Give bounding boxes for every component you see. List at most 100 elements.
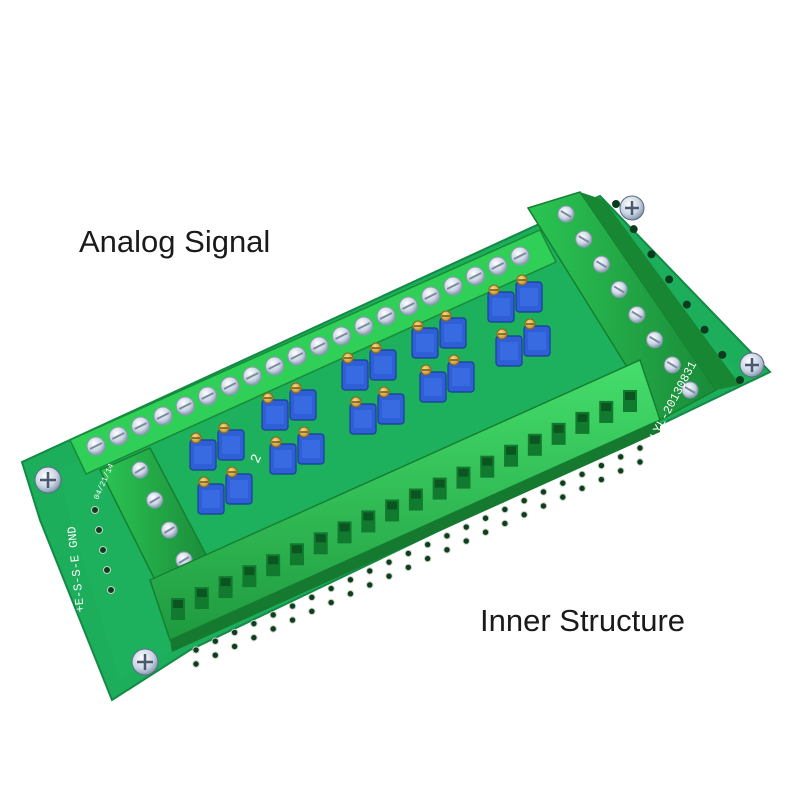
terminal-slot: [480, 455, 495, 478]
terminal-slot: [385, 499, 400, 522]
trimmer-potentiometer: [419, 364, 447, 403]
terminal-screw-icon: [265, 356, 285, 376]
trimmer-potentiometer: [523, 318, 551, 357]
terminal-screw-icon: [287, 346, 307, 366]
trimmer-screw-icon: [270, 436, 282, 448]
terminal-screw-icon: [108, 426, 128, 446]
trimmer-screw-icon: [370, 342, 382, 354]
terminal-slot: [623, 390, 637, 412]
terminal-slot: [504, 444, 519, 467]
terminal-slots-front: [171, 390, 637, 620]
trimmer-potentiometer: [197, 476, 225, 515]
trimmer-screw-icon: [342, 352, 354, 364]
trimmer-potentiometer: [447, 354, 475, 393]
terminal-slot: [194, 587, 209, 610]
trimmer-potentiometer: [225, 466, 253, 505]
terminal-screw-icon: [510, 246, 530, 266]
trimmer-screw-icon: [350, 396, 362, 408]
terminal-slot: [432, 477, 447, 500]
trimmer-potentiometer: [349, 396, 377, 435]
terminal-screw-icon: [86, 436, 106, 456]
trimmer-potentiometer: [377, 386, 405, 425]
terminal-screw-icon: [242, 366, 262, 386]
trimmer-screw-icon: [524, 318, 536, 330]
trimmer-screw-icon: [378, 386, 390, 398]
mount-screw-icon: [34, 466, 62, 494]
mount-screw-icon: [131, 648, 159, 676]
terminal-slot: [289, 543, 304, 566]
mount-screw-icon: [739, 352, 765, 378]
trimmer-screw-icon: [298, 426, 310, 438]
terminal-screw-icon: [175, 396, 195, 416]
trimmer-potentiometer: [297, 426, 325, 465]
terminal-slot: [337, 521, 352, 544]
terminal-screw-icon: [646, 331, 664, 349]
trimmer-potentiometer: [189, 432, 217, 471]
header-pin-holes: [91, 444, 644, 668]
trimmer-potentiometer: [439, 310, 467, 349]
terminal-screw-icon: [354, 316, 374, 336]
terminal-slot: [266, 554, 281, 577]
trimmer-screw-icon: [190, 432, 202, 444]
terminal-slot: [599, 400, 614, 423]
trimmer-screw-icon: [440, 310, 452, 322]
terminal-screw-icon: [160, 521, 178, 539]
terminal-screw-icon: [465, 266, 485, 286]
terminal-screw-icon: [198, 386, 218, 406]
terminal-screws-right: [557, 200, 744, 399]
trimmer-potentiometer: [515, 274, 543, 313]
terminal-slot: [456, 466, 471, 489]
terminal-screw-icon: [146, 491, 164, 509]
terminal-screw-icon: [131, 461, 149, 479]
caption-inner-structure: Inner Structure: [480, 603, 686, 638]
trimmer-potentiometers: [189, 274, 551, 515]
terminal-slot: [361, 510, 376, 533]
terminal-slot: [313, 532, 328, 555]
silk-bottom-group-1: +E +S1-S-E GND: [258, 703, 356, 757]
trimmer-screw-icon: [218, 422, 230, 434]
trimmer-potentiometer: [341, 352, 369, 391]
trimmer-screw-icon: [516, 274, 528, 286]
terminal-screw-icon: [557, 205, 575, 223]
silk-bottom-group-2: +E +S3-S-E GND: [358, 658, 456, 712]
trimmer-screw-icon: [198, 476, 210, 488]
terminal-screw-icon: [220, 376, 240, 396]
terminal-screw-icon: [421, 286, 441, 306]
mount-screw-icon: [619, 195, 645, 221]
trimmer-potentiometer: [411, 320, 439, 359]
terminal-screw-icon: [592, 255, 610, 273]
terminal-screws-back: [86, 246, 530, 456]
trimmer-screw-icon: [448, 354, 460, 366]
terminal-slot: [551, 422, 566, 445]
trimmer-potentiometer: [487, 284, 515, 323]
trimmer-potentiometer: [369, 342, 397, 381]
trimmer-potentiometer: [495, 328, 523, 367]
terminal-screw-icon: [398, 296, 418, 316]
terminal-screw-icon: [488, 256, 508, 276]
trimmer-potentiometer: [261, 392, 289, 431]
trimmer-potentiometer: [217, 422, 245, 461]
trimmer-screw-icon: [262, 392, 274, 404]
trimmer-potentiometer: [269, 436, 297, 475]
trimmer-screw-icon: [488, 284, 500, 296]
terminal-slot: [171, 598, 185, 620]
terminal-slot: [527, 433, 542, 456]
terminal-screw-icon: [628, 306, 646, 324]
terminal-screw-icon: [663, 356, 681, 374]
terminal-slot: [242, 565, 257, 588]
caption-analog-signal: Analog Signal: [79, 224, 271, 259]
terminal-screw-icon: [131, 416, 151, 436]
terminal-slot: [575, 411, 590, 434]
terminal-screw-icon: [376, 306, 396, 326]
trimmer-screw-icon: [290, 382, 302, 394]
terminal-slot: [408, 488, 423, 511]
terminal-slot: [218, 576, 233, 599]
terminal-screw-icon: [575, 230, 593, 248]
terminal-screw-icon: [610, 280, 628, 298]
terminal-screw-icon: [309, 336, 329, 356]
terminal-screw-icon: [443, 276, 463, 296]
trimmer-screw-icon: [420, 364, 432, 376]
trimmer-screw-icon: [412, 320, 424, 332]
